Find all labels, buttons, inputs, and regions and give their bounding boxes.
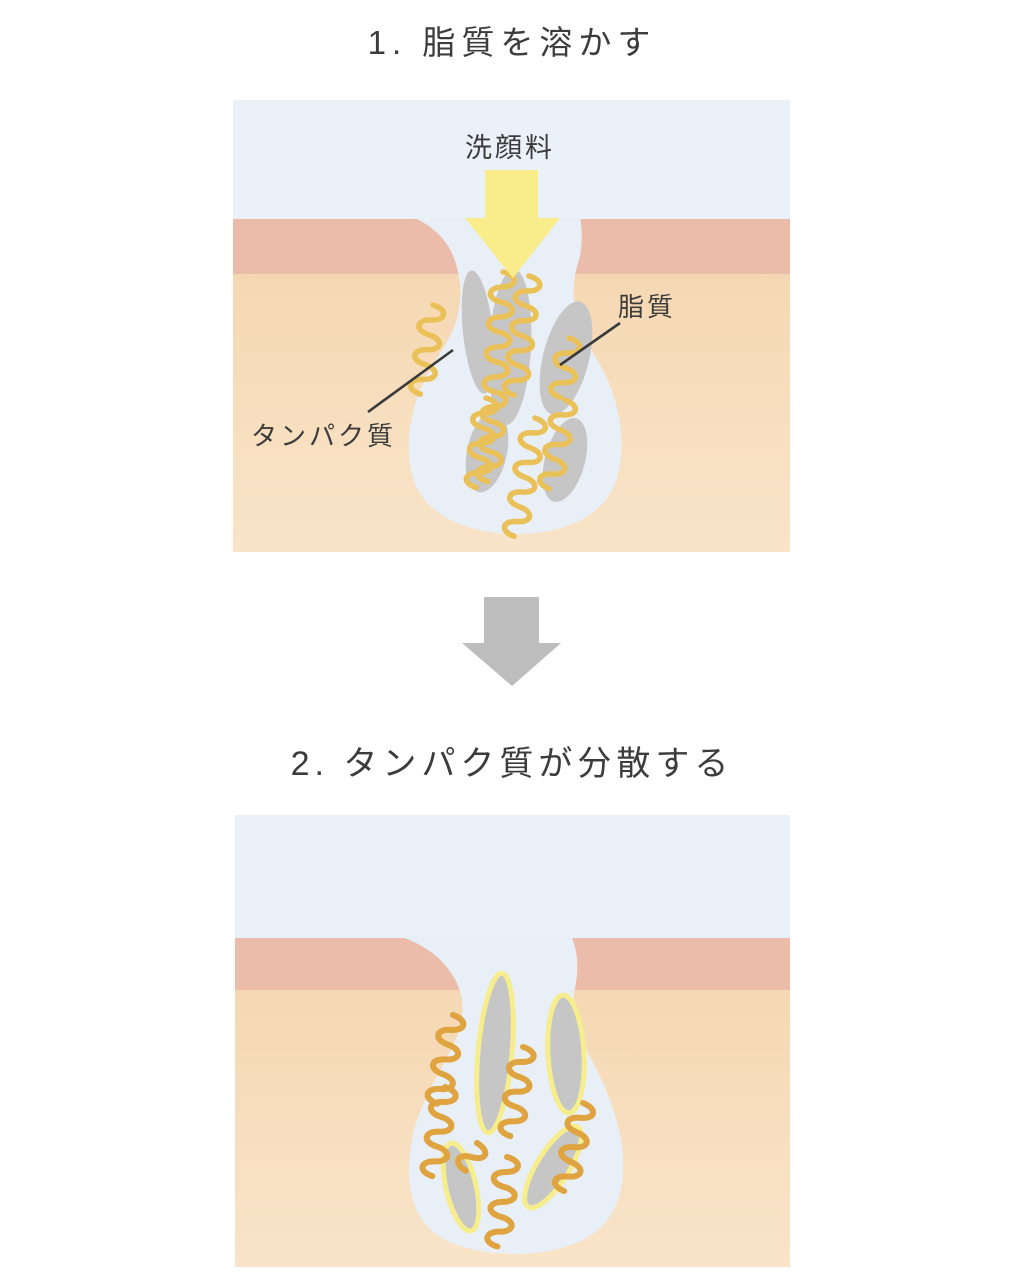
protein-squiggle bbox=[484, 1154, 521, 1250]
protein-squiggle bbox=[537, 397, 579, 492]
step2-panel bbox=[235, 815, 790, 1267]
protein-squiggle bbox=[474, 269, 517, 485]
protein-squiggle bbox=[419, 1084, 459, 1180]
step-transition-down-arrow-icon bbox=[462, 597, 561, 686]
lipid-pointer-line bbox=[559, 321, 621, 367]
lipid-label: 脂質 bbox=[618, 292, 677, 322]
sebum-lipid-ovals bbox=[461, 269, 593, 502]
protein-squiggle bbox=[501, 415, 549, 539]
sky-region bbox=[235, 815, 790, 938]
cleanser-label: 洗顔料 bbox=[465, 133, 555, 163]
protein-squiggle bbox=[552, 1100, 596, 1195]
protein-squiggle bbox=[424, 1012, 467, 1107]
step1-title: 1. 脂質を溶かす bbox=[367, 24, 657, 61]
protein-squiggle bbox=[463, 395, 500, 491]
protein-squiggles bbox=[407, 269, 583, 539]
protein-squiggle bbox=[407, 302, 447, 397]
step2-title: 2. タンパク質が分散する bbox=[290, 745, 734, 783]
protein-squiggle bbox=[548, 335, 583, 401]
protein-squiggle bbox=[501, 273, 543, 398]
protein-label: タンパク質 bbox=[251, 421, 397, 451]
step1-panel bbox=[233, 100, 790, 552]
protein-squiggle bbox=[497, 1044, 537, 1140]
lipid-oval bbox=[461, 270, 495, 394]
coated-lipid-oval bbox=[545, 992, 587, 1116]
lipid-oval bbox=[488, 269, 532, 425]
protein-pointer-line bbox=[367, 348, 454, 414]
dispersed-protein-squiggles bbox=[419, 1012, 596, 1250]
protein-squiggle bbox=[455, 1140, 489, 1174]
lipid-oval bbox=[542, 418, 588, 502]
coated-lipid-oval bbox=[440, 1140, 482, 1234]
cleanser-down-arrow-icon bbox=[465, 170, 560, 278]
